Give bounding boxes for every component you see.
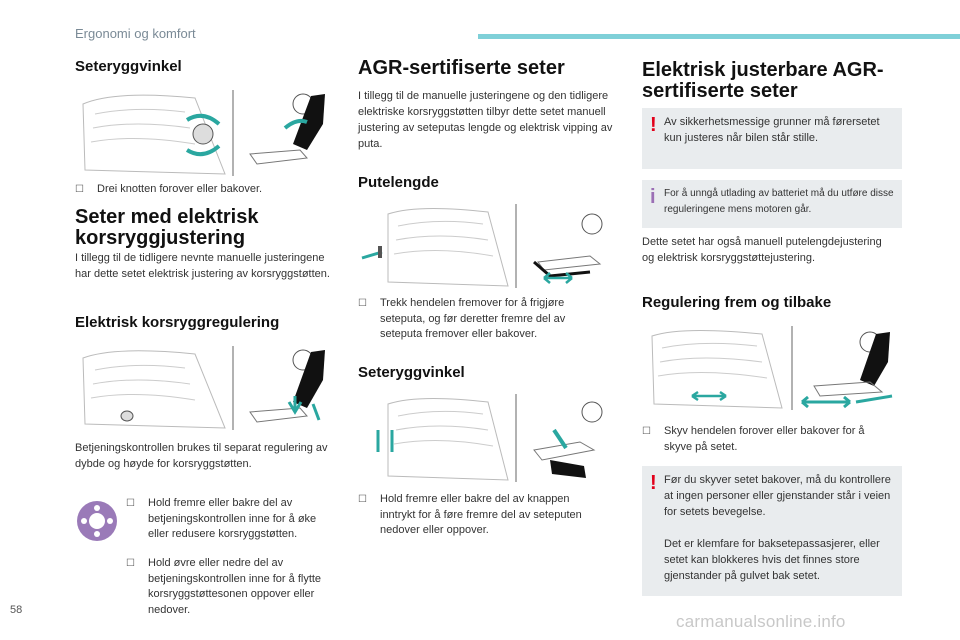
heading-agr: AGR-sertifiserte seter [358,57,565,79]
figure-cushion-tilt [358,390,620,486]
heading-seteryggvinkel: Seteryggvinkel [75,58,182,75]
heading-seteryggvinkel-2: Seteryggvinkel [358,364,465,381]
paragraph-agr: I tillegg til de manuelle justeringene o… [358,90,613,150]
heading-elektrisk-korsryggregulering: Elektrisk korsryggregulering [75,314,280,331]
header-accent-bar [478,34,960,39]
figure-lumbar-control [75,342,337,434]
paragraph-tillegg: I tillegg til de tidligere nevnte manuel… [75,252,330,280]
check-box-icon: ☐ [126,498,135,509]
bullet-hold-front-back: ☐ Hold fremre eller bakre del av betjeni… [126,496,326,543]
section-header: Ergonomi og komfort [75,26,196,41]
info-icon: i [650,186,656,208]
check-box-icon: ☐ [126,558,135,569]
check-box-icon: ☐ [358,494,367,505]
watermark: carmanualsonline.info [676,612,846,631]
check-box-icon: ☐ [642,426,651,437]
warning-box-safety: ! Av sikkerhetsmessige grunner må førers… [642,108,902,169]
lumbar-control-icon [77,501,117,541]
figure-cushion-length [358,200,620,292]
heading-regulering: Regulering frem og tilbake [642,294,832,311]
bullet-skyv: ☐ Skyv hendelen forover eller bakover fo… [642,424,892,455]
check-box-icon: ☐ [75,184,84,195]
paragraph-dette: Dette setet har også manuell putelengdej… [642,236,882,264]
bullet-drei: ☐ Drei knotten forover eller bakover. [75,182,337,198]
heading-putelengde: Putelengde [358,174,439,191]
bullet-hold-knapp: ☐ Hold fremre eller bakre del av knappen… [358,492,608,539]
paragraph-betjening: Betjeningskontrollen brukes til separat … [75,442,328,470]
page-number: 58 [10,604,23,616]
warning-box-slide: ! Før du skyver setet bakover, må du kon… [642,466,902,596]
bullet-trekk: ☐ Trekk hendelen fremover for å frigjøre… [358,296,608,343]
exclamation-icon: ! [650,114,657,136]
figure-seat-slide [642,322,904,414]
heading-elektrisk-korsrygg: Seter med elektrisk korsryggjustering [75,206,259,249]
figure-backrest-knob [75,84,337,180]
bullet-hold-up-down: ☐ Hold øvre eller nedre del av betjening… [126,556,326,618]
heading-elektrisk-agr: Elektrisk justerbare AGR-sertifiserte se… [642,59,884,102]
exclamation-icon: ! [650,472,657,494]
check-box-icon: ☐ [358,298,367,309]
info-box-battery: i For å unngå utlading av batteriet må d… [642,180,902,228]
